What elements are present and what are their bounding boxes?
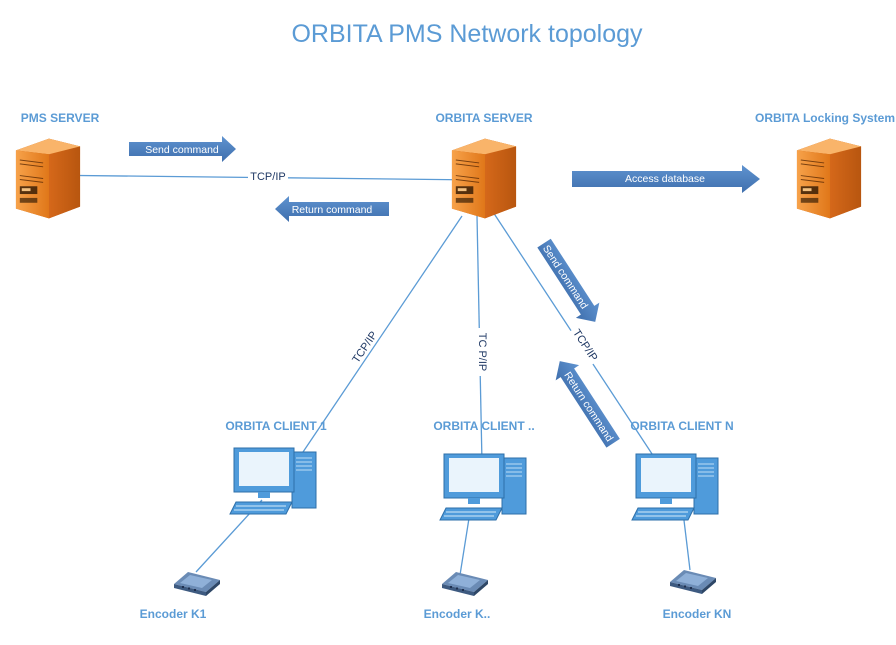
send-command-diag-label: Send command (540, 243, 590, 311)
clientn-tcp-label-group: TCP/IP (568, 324, 603, 366)
encoder-mid-label: Encoder K.. (424, 607, 491, 621)
clientn-tcp-label: TCP/IP (570, 327, 599, 363)
send-command-top-label: Send command (145, 144, 219, 156)
link-orbita-client-1 (302, 215, 463, 453)
pms-server-icon (15, 138, 81, 219)
encoder-mid-icon (442, 572, 488, 596)
client-mid-computer-icon (439, 453, 527, 521)
client-1-computer-icon (229, 447, 317, 515)
encoder-n-icon (670, 570, 716, 594)
return-command-arrow-top: Return command (275, 196, 389, 222)
pms-tcp-label: TCP/IP (250, 171, 285, 183)
encoder-1-icon (174, 572, 220, 596)
connection-lines (34, 174, 691, 576)
clientmid-tcp-label-group: TC P/IP (476, 328, 490, 376)
return-command-diag-label: Return command (561, 370, 615, 444)
client-n-computer-icon (631, 453, 719, 521)
access-database-arrow: Access database (572, 165, 760, 193)
page-title: ORBITA PMS Network topology (291, 20, 643, 48)
return-command-top-label: Return command (292, 204, 373, 216)
send-command-arrow-top: Send command (129, 136, 236, 162)
orbita-server-icon (451, 138, 517, 219)
clientmid-tcp-label-bg (476, 328, 490, 376)
client1-tcp-label-bg (347, 326, 382, 368)
link-labels: TCP/IP TCP/IP TC P/IP TCP/IP (248, 168, 603, 376)
client-mid-label: ORBITA CLIENT .. (433, 419, 534, 433)
encoder-n-label: Encoder KN (663, 607, 732, 621)
access-database-label: Access database (625, 173, 705, 185)
pms-tcp-label-bg (248, 168, 288, 182)
return-command-arrow-diag: Return command (555, 361, 620, 448)
clientn-tcp-label-bg (568, 324, 603, 366)
client-n-label: ORBITA CLIENT N (630, 419, 733, 433)
link-client-mid-encoder (459, 511, 471, 576)
pms-server-label: PMS SERVER (21, 111, 100, 125)
client-1-label: ORBITA CLIENT 1 (225, 419, 327, 433)
clientmid-tcp-label: TC P/IP (476, 333, 488, 372)
link-client-n-encoder (682, 511, 691, 571)
encoder-1-label: Encoder K1 (140, 607, 207, 621)
locking-system-server-icon (796, 138, 862, 219)
send-command-arrow-diag: Send command (537, 238, 600, 322)
orbita-server-label: ORBITA SERVER (435, 111, 532, 125)
locking-system-label: ORBITA Locking System (755, 111, 895, 125)
block-arrows: Send command Return command Access datab… (129, 136, 760, 448)
